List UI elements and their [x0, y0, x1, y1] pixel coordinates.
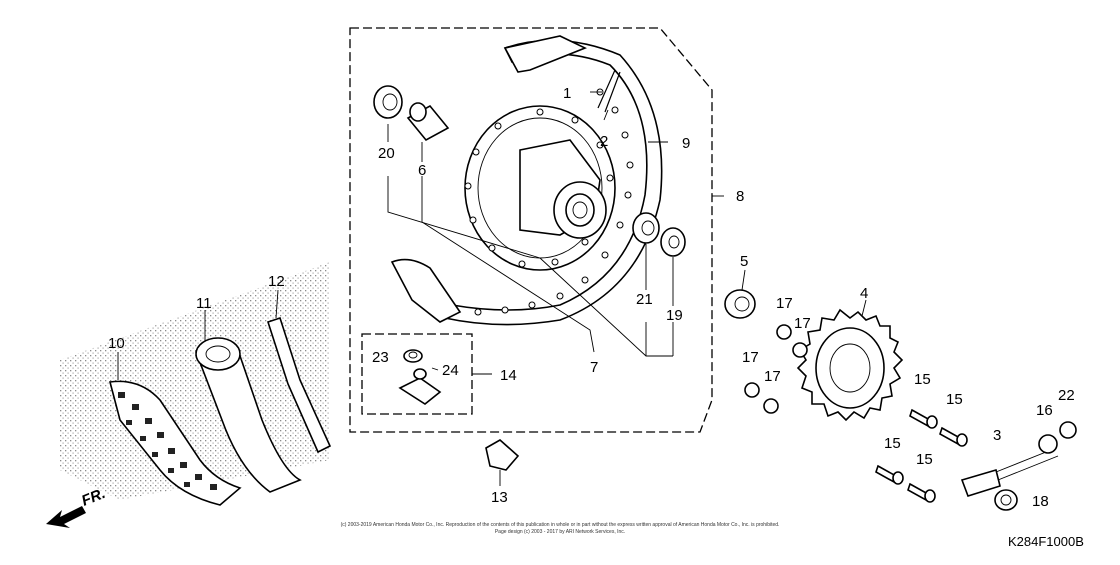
callout-1: 1 — [563, 85, 571, 102]
nut-16 — [1038, 434, 1058, 454]
valve-stem-24 — [398, 368, 442, 405]
sprocket — [796, 308, 904, 422]
valve-nut-23 — [403, 349, 423, 363]
bearing-21 — [632, 212, 660, 244]
diagram-code: K284F1000B — [1008, 534, 1084, 549]
callout-14: 14 — [500, 367, 517, 384]
callout-2: 2 — [600, 133, 608, 150]
callout-15d: 15 — [916, 451, 933, 468]
callout-3: 3 — [993, 427, 1001, 444]
bearing-20 — [373, 85, 403, 119]
callout-11: 11 — [196, 295, 212, 312]
bearing-19 — [660, 227, 686, 257]
tire — [108, 380, 242, 506]
callout-5: 5 — [740, 253, 748, 270]
callout-numbers: 1 2 3 4 5 6 7 8 9 10 11 12 13 14 15 15 1… — [108, 85, 1075, 510]
callout-15a: 15 — [914, 371, 931, 388]
collar-6 — [406, 102, 450, 142]
wheel-assembly-outline — [349, 27, 713, 433]
callout-18: 18 — [1032, 493, 1049, 510]
callout-4: 4 — [860, 285, 868, 302]
tube — [195, 337, 302, 493]
spoke-pair — [597, 69, 621, 113]
leader-lines — [117, 91, 867, 486]
callout-22: 22 — [1058, 387, 1075, 404]
bolt-15 — [875, 408, 968, 503]
callout-24: 24 — [442, 362, 459, 379]
front-direction-arrow: FR. — [46, 485, 108, 528]
callout-8: 8 — [736, 188, 744, 205]
wheel-hub — [464, 105, 616, 271]
adjuster-plate — [960, 447, 1059, 497]
callout-19: 19 — [666, 307, 683, 324]
callout-21: 21 — [636, 291, 653, 308]
callout-23: 23 — [372, 349, 389, 366]
clip-13 — [485, 439, 520, 471]
callout-6: 6 — [418, 162, 426, 179]
callout-15b: 15 — [946, 391, 963, 408]
nut-18 — [994, 489, 1018, 511]
callout-13: 13 — [491, 489, 508, 506]
collar-5 — [724, 289, 756, 319]
callout-20: 20 — [378, 145, 395, 162]
rim — [390, 35, 663, 326]
copyright-line-2: Page design (c) 2003 - 2017 by ARI Netwo… — [495, 529, 625, 535]
callout-17b: 17 — [794, 315, 811, 332]
copyright-line-1: (c) 2003-2019 American Honda Motor Co., … — [341, 522, 780, 528]
rim-band — [266, 316, 332, 454]
callout-12: 12 — [268, 273, 285, 290]
callout-9: 9 — [682, 135, 690, 152]
callout-17a: 17 — [776, 295, 793, 312]
nut-17 — [744, 324, 808, 414]
callout-10: 10 — [108, 335, 125, 352]
callout-15c: 15 — [884, 435, 901, 452]
callout-17c: 17 — [742, 349, 759, 366]
callout-17d: 17 — [764, 368, 781, 385]
callout-16: 16 — [1036, 402, 1053, 419]
callout-7: 7 — [590, 359, 598, 376]
nut-22 — [1059, 421, 1077, 439]
